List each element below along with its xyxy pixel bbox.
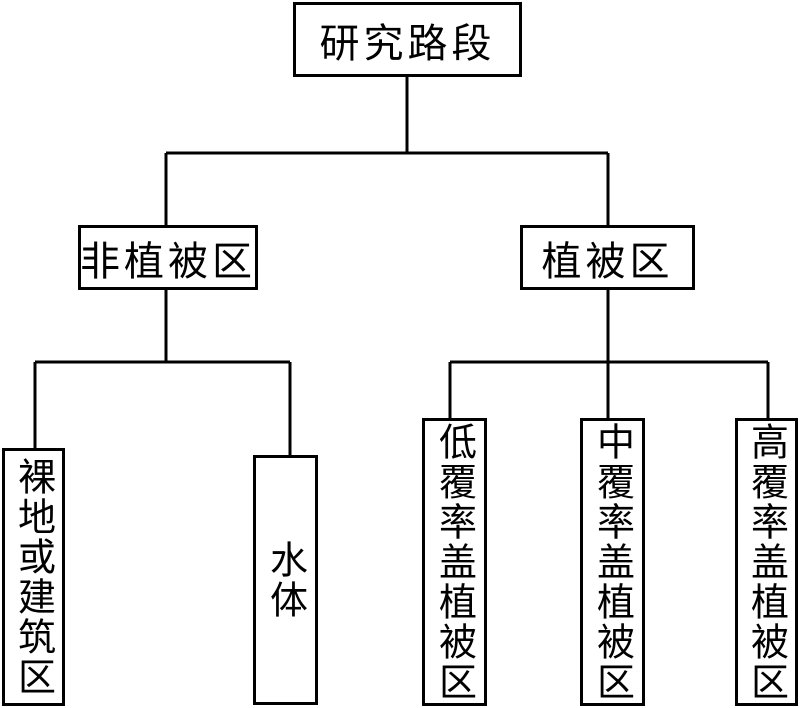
non-vegetated-node: 非植被区 <box>78 225 258 290</box>
vegetated-node: 植被区 <box>520 225 695 290</box>
bare-or-built-node: 裸地或建筑区 <box>2 448 65 706</box>
high-coverage-node: 高覆率盖植被区 <box>735 418 798 706</box>
medium-coverage-node: 中覆率盖植被区 <box>580 418 645 706</box>
water-node: 水体 <box>253 455 318 705</box>
low-coverage-node: 低覆率盖植被区 <box>422 418 487 706</box>
root-node: 研究路段 <box>293 2 522 77</box>
